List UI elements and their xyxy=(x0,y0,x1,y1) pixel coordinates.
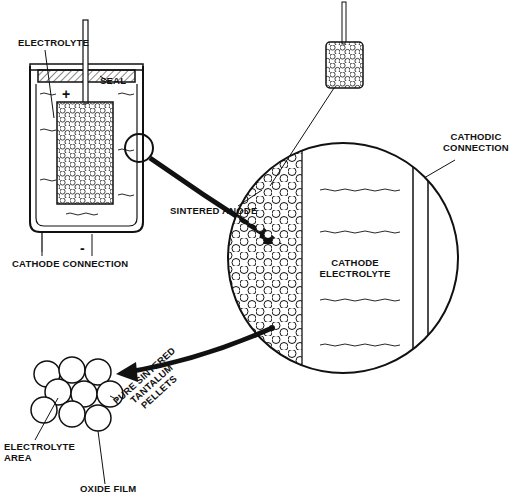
part-label: ELECTROLYTE xyxy=(18,38,98,49)
part-label: CATHODE CONNECTION xyxy=(12,259,132,270)
part-label: ELECTROLYTE AREA xyxy=(4,442,84,464)
part-label: SINTERED ANODE xyxy=(170,206,260,217)
part-label: + xyxy=(62,86,76,102)
part-label: OXIDE FILM xyxy=(80,484,160,495)
part-label: - xyxy=(80,240,92,256)
part-label: CATHODE ELECTROLYTE xyxy=(318,258,392,280)
part-label: SEAL xyxy=(100,76,140,87)
part-label: CATHODIC CONNECTION xyxy=(439,132,513,154)
